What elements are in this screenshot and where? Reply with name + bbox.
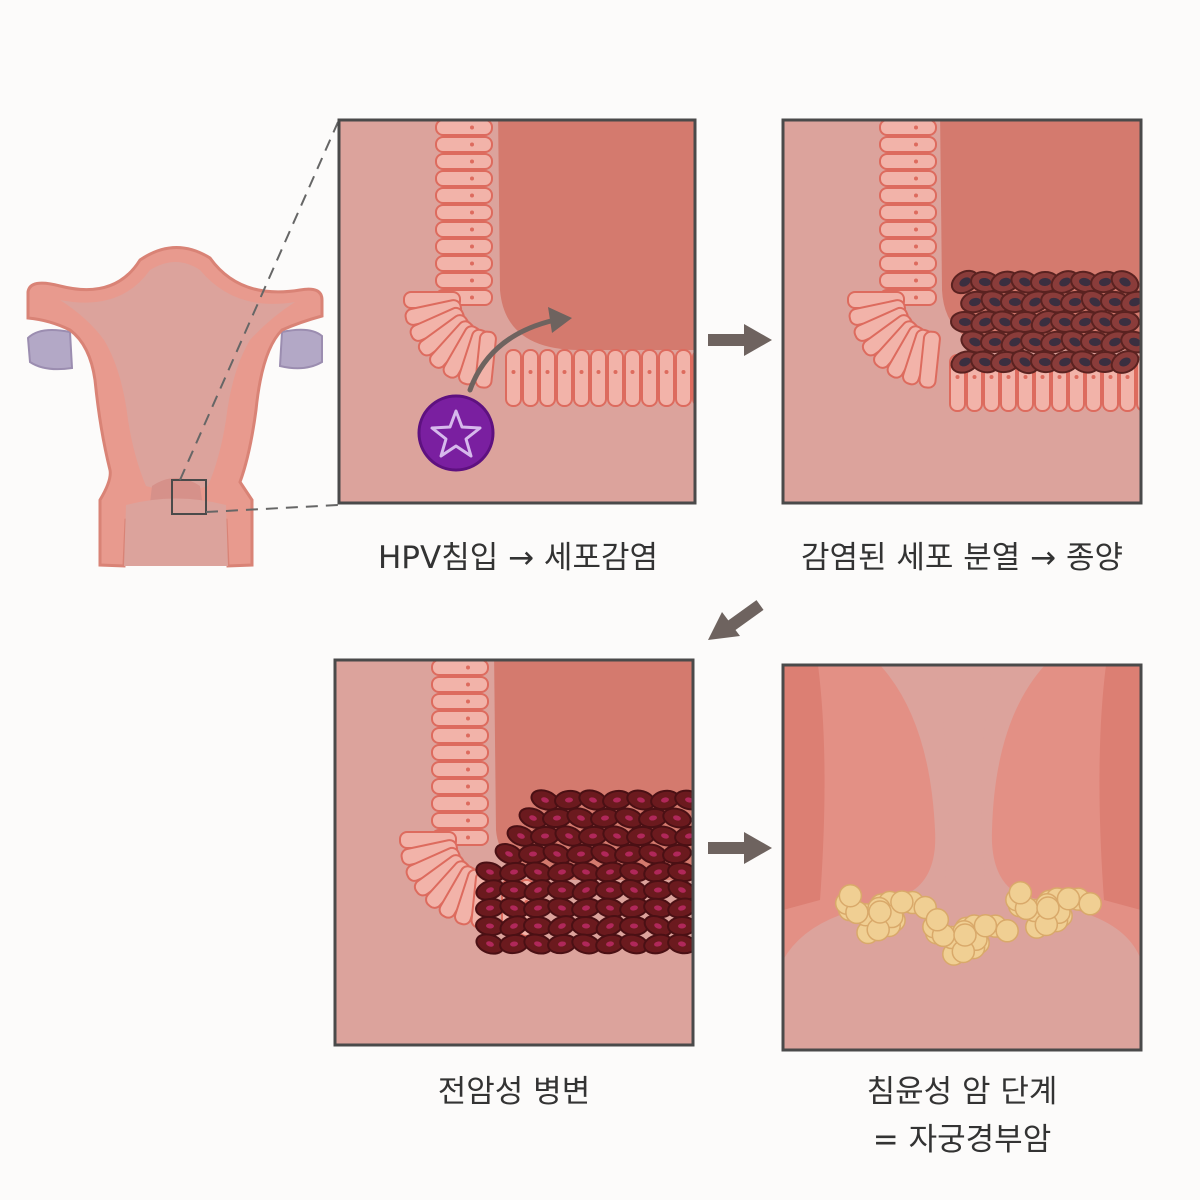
epithelial-cell [505,349,522,407]
epithelial-cell [431,761,489,778]
hpv-virus-icon [417,394,495,472]
cancer-cell [868,900,892,924]
cancer-cell [1008,881,1033,905]
epithelial-cell [431,676,489,693]
uterine-cavity [60,262,295,491]
epithelial-cell [879,221,937,238]
epithelial-cell [879,238,937,255]
tumor-cell-cluster [950,269,1141,375]
panel-border [781,118,1143,505]
lumen [498,120,695,350]
right-ovary [278,328,323,370]
epithelial-cell [641,349,658,407]
epithelial-cell [879,153,937,170]
epithelial-cell [539,349,556,407]
epithelial-cell [590,349,607,407]
epithelial-cell [431,710,489,727]
uterus-illustration [26,121,339,568]
epithelial-cell [879,204,937,221]
epithelial-cell [675,349,692,407]
epithelial-cell [435,153,493,170]
cancer-cell [1056,886,1081,911]
panel-border [781,663,1143,1052]
epithelial-cell [431,727,489,744]
epithelial-cell [435,204,493,221]
caption-stage-4-line-2: = 자궁경부암 [872,1122,1052,1158]
cancer-cell [890,890,914,914]
epithelial-cell [435,187,493,204]
zoom-line-bottom [205,504,339,513]
epithelial-cell-layer [403,120,695,407]
epithelial-cell [879,272,937,289]
caption-stage-1: HPV침입 → 세포감염 [377,540,658,576]
epithelial-cell [435,136,493,153]
cancer-cell [973,913,998,938]
cancer-cell [995,919,1019,943]
process-arrow-icon [708,600,764,640]
epithelial-cell [607,349,624,407]
epithelial-cell [431,744,489,761]
epithelial-cell [431,812,489,829]
epithelial-cell [431,693,489,710]
process-arrow-icon [708,324,772,356]
epithelial-cell-layer [399,660,535,937]
epithelial-cell [879,187,937,204]
epithelial-cell [431,660,489,676]
cancer-cell [1078,892,1102,916]
precancerous-cell-cluster [475,789,693,955]
epithelial-cell [879,170,937,187]
invasive-cancer-mass [834,881,1102,966]
epithelial-cell [879,120,937,136]
epithelial-cell [556,349,573,407]
epithelial-cell [918,330,941,389]
left-ovary [26,329,74,371]
panel-hpv-invasion [337,118,697,505]
panel-invasive-cancer [781,663,1143,1052]
epithelial-cell [435,120,493,136]
panel-precancerous-lesion [333,658,695,1047]
panel-border [333,658,695,1047]
epithelial-cell [431,778,489,795]
cancer-cell [838,883,863,908]
caption-stage-3: 전암성 병변 [437,1074,591,1110]
infection-arrow-head [548,307,572,333]
panel-border [337,118,697,505]
epithelial-cell [435,170,493,187]
epithelial-cell [435,272,493,289]
panel-cell-division-tumor [781,118,1143,505]
cervix [124,498,228,566]
epithelial-cell [658,349,675,407]
process-arrow-icon [708,832,772,864]
epithelial-cell [522,349,539,407]
caption-stage-2: 감염된 세포 분열 → 종양 [800,540,1124,576]
zoom-line-top [179,121,339,481]
epithelial-cell [1136,354,1141,412]
cervical-canal [935,665,992,880]
epithelial-cell [624,349,641,407]
epithelial-cell [879,255,937,272]
cancer-cell [1036,896,1060,920]
epithelial-cell [879,136,937,153]
cancer-cell [925,908,950,932]
epithelial-cell [435,221,493,238]
epithelial-cell [573,349,590,407]
zoom-region-marker [171,479,207,515]
epithelial-cell [435,255,493,272]
epithelial-cell [435,238,493,255]
caption-stage-4-line-1: 침윤성 암 단계 [866,1074,1058,1110]
infection-arrow [467,317,558,393]
cancer-cell [953,923,977,947]
epithelial-cell [431,795,489,812]
